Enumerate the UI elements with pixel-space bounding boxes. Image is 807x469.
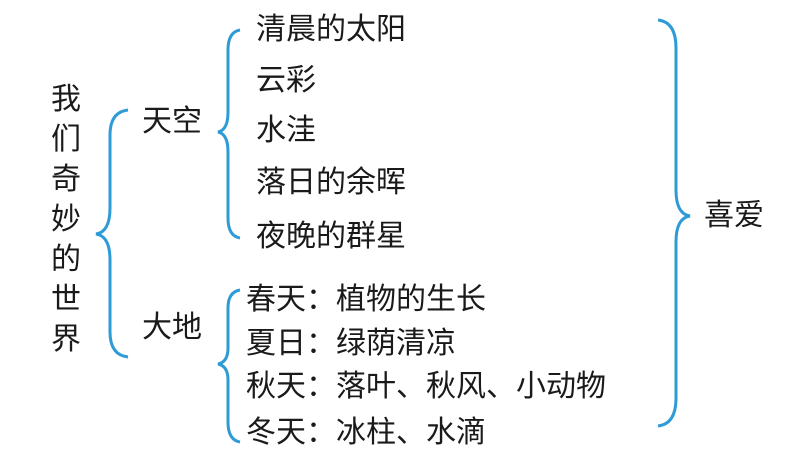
title-char: 妙: [51, 202, 81, 237]
sky-item: 落日的余晖: [256, 165, 406, 200]
sky-brace: [217, 28, 241, 240]
branch-label-earth: 大地: [142, 310, 202, 345]
title-char: 我: [51, 82, 81, 117]
earth-brace: [217, 288, 241, 444]
conclusion-label: 喜爱: [704, 198, 764, 233]
sky-item: 水洼: [256, 113, 316, 148]
sky-item: 夜晚的群星: [256, 219, 406, 254]
earth-item: 冬天：冰柱、水滴: [246, 415, 486, 450]
earth-item: 秋天：落叶、秋风、小动物: [246, 369, 606, 404]
diagram-title: 我 们 奇 妙 的 世 界: [46, 80, 86, 360]
earth-item: 春天：植物的生长: [246, 282, 486, 317]
title-char: 的: [51, 242, 81, 277]
branch-label-sky: 天空: [142, 104, 202, 139]
sky-item: 云彩: [256, 63, 316, 98]
title-char: 界: [51, 322, 81, 357]
title-char: 世: [51, 282, 81, 317]
conclusion-brace: [657, 18, 691, 428]
sky-item: 清晨的太阳: [256, 12, 406, 47]
title-char: 奇: [51, 162, 81, 197]
title-char: 们: [51, 122, 81, 157]
earth-item: 夏日：绿荫清凉: [246, 326, 456, 361]
main-brace: [95, 108, 129, 359]
